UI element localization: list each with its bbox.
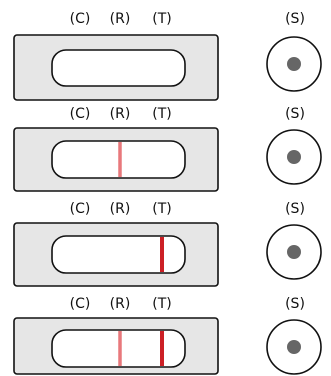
- control-label: (C): [70, 296, 91, 312]
- strip-row: (C) (R) (T) (S): [13, 296, 322, 375]
- sample-label: (S): [285, 11, 305, 27]
- line-layer: [118, 142, 122, 177]
- strip-row: (C) (R) (T) (S): [13, 201, 322, 287]
- dark-result-line: [160, 237, 164, 272]
- sample-dot: [287, 150, 301, 164]
- test-label: (T): [152, 11, 171, 27]
- reference-label: (R): [110, 201, 131, 217]
- line-layer: [118, 331, 164, 366]
- light-result-line: [118, 142, 122, 177]
- result-window: [51, 235, 186, 274]
- reference-label: (R): [110, 106, 131, 122]
- sample-label: (S): [285, 106, 305, 122]
- test-label: (T): [152, 201, 171, 217]
- test-label: (T): [152, 296, 171, 312]
- line-layer: [160, 237, 164, 272]
- control-label: (C): [70, 201, 91, 217]
- control-label: (C): [70, 11, 91, 27]
- sample-label: (S): [285, 201, 305, 217]
- control-label: (C): [70, 106, 91, 122]
- sample-dot: [287, 245, 301, 259]
- reference-label: (R): [110, 11, 131, 27]
- sample-dot: [287, 57, 301, 71]
- strip-row: (C) (R) (T) (S): [13, 106, 322, 192]
- sample-dot: [287, 340, 301, 354]
- reference-label: (R): [110, 296, 131, 312]
- result-window: [51, 49, 186, 87]
- dark-result-line: [160, 331, 164, 366]
- sample-label: (S): [285, 296, 305, 312]
- test-label: (T): [152, 106, 171, 122]
- strip-row: (C) (R) (T) (S): [13, 11, 322, 101]
- light-result-line: [118, 331, 122, 366]
